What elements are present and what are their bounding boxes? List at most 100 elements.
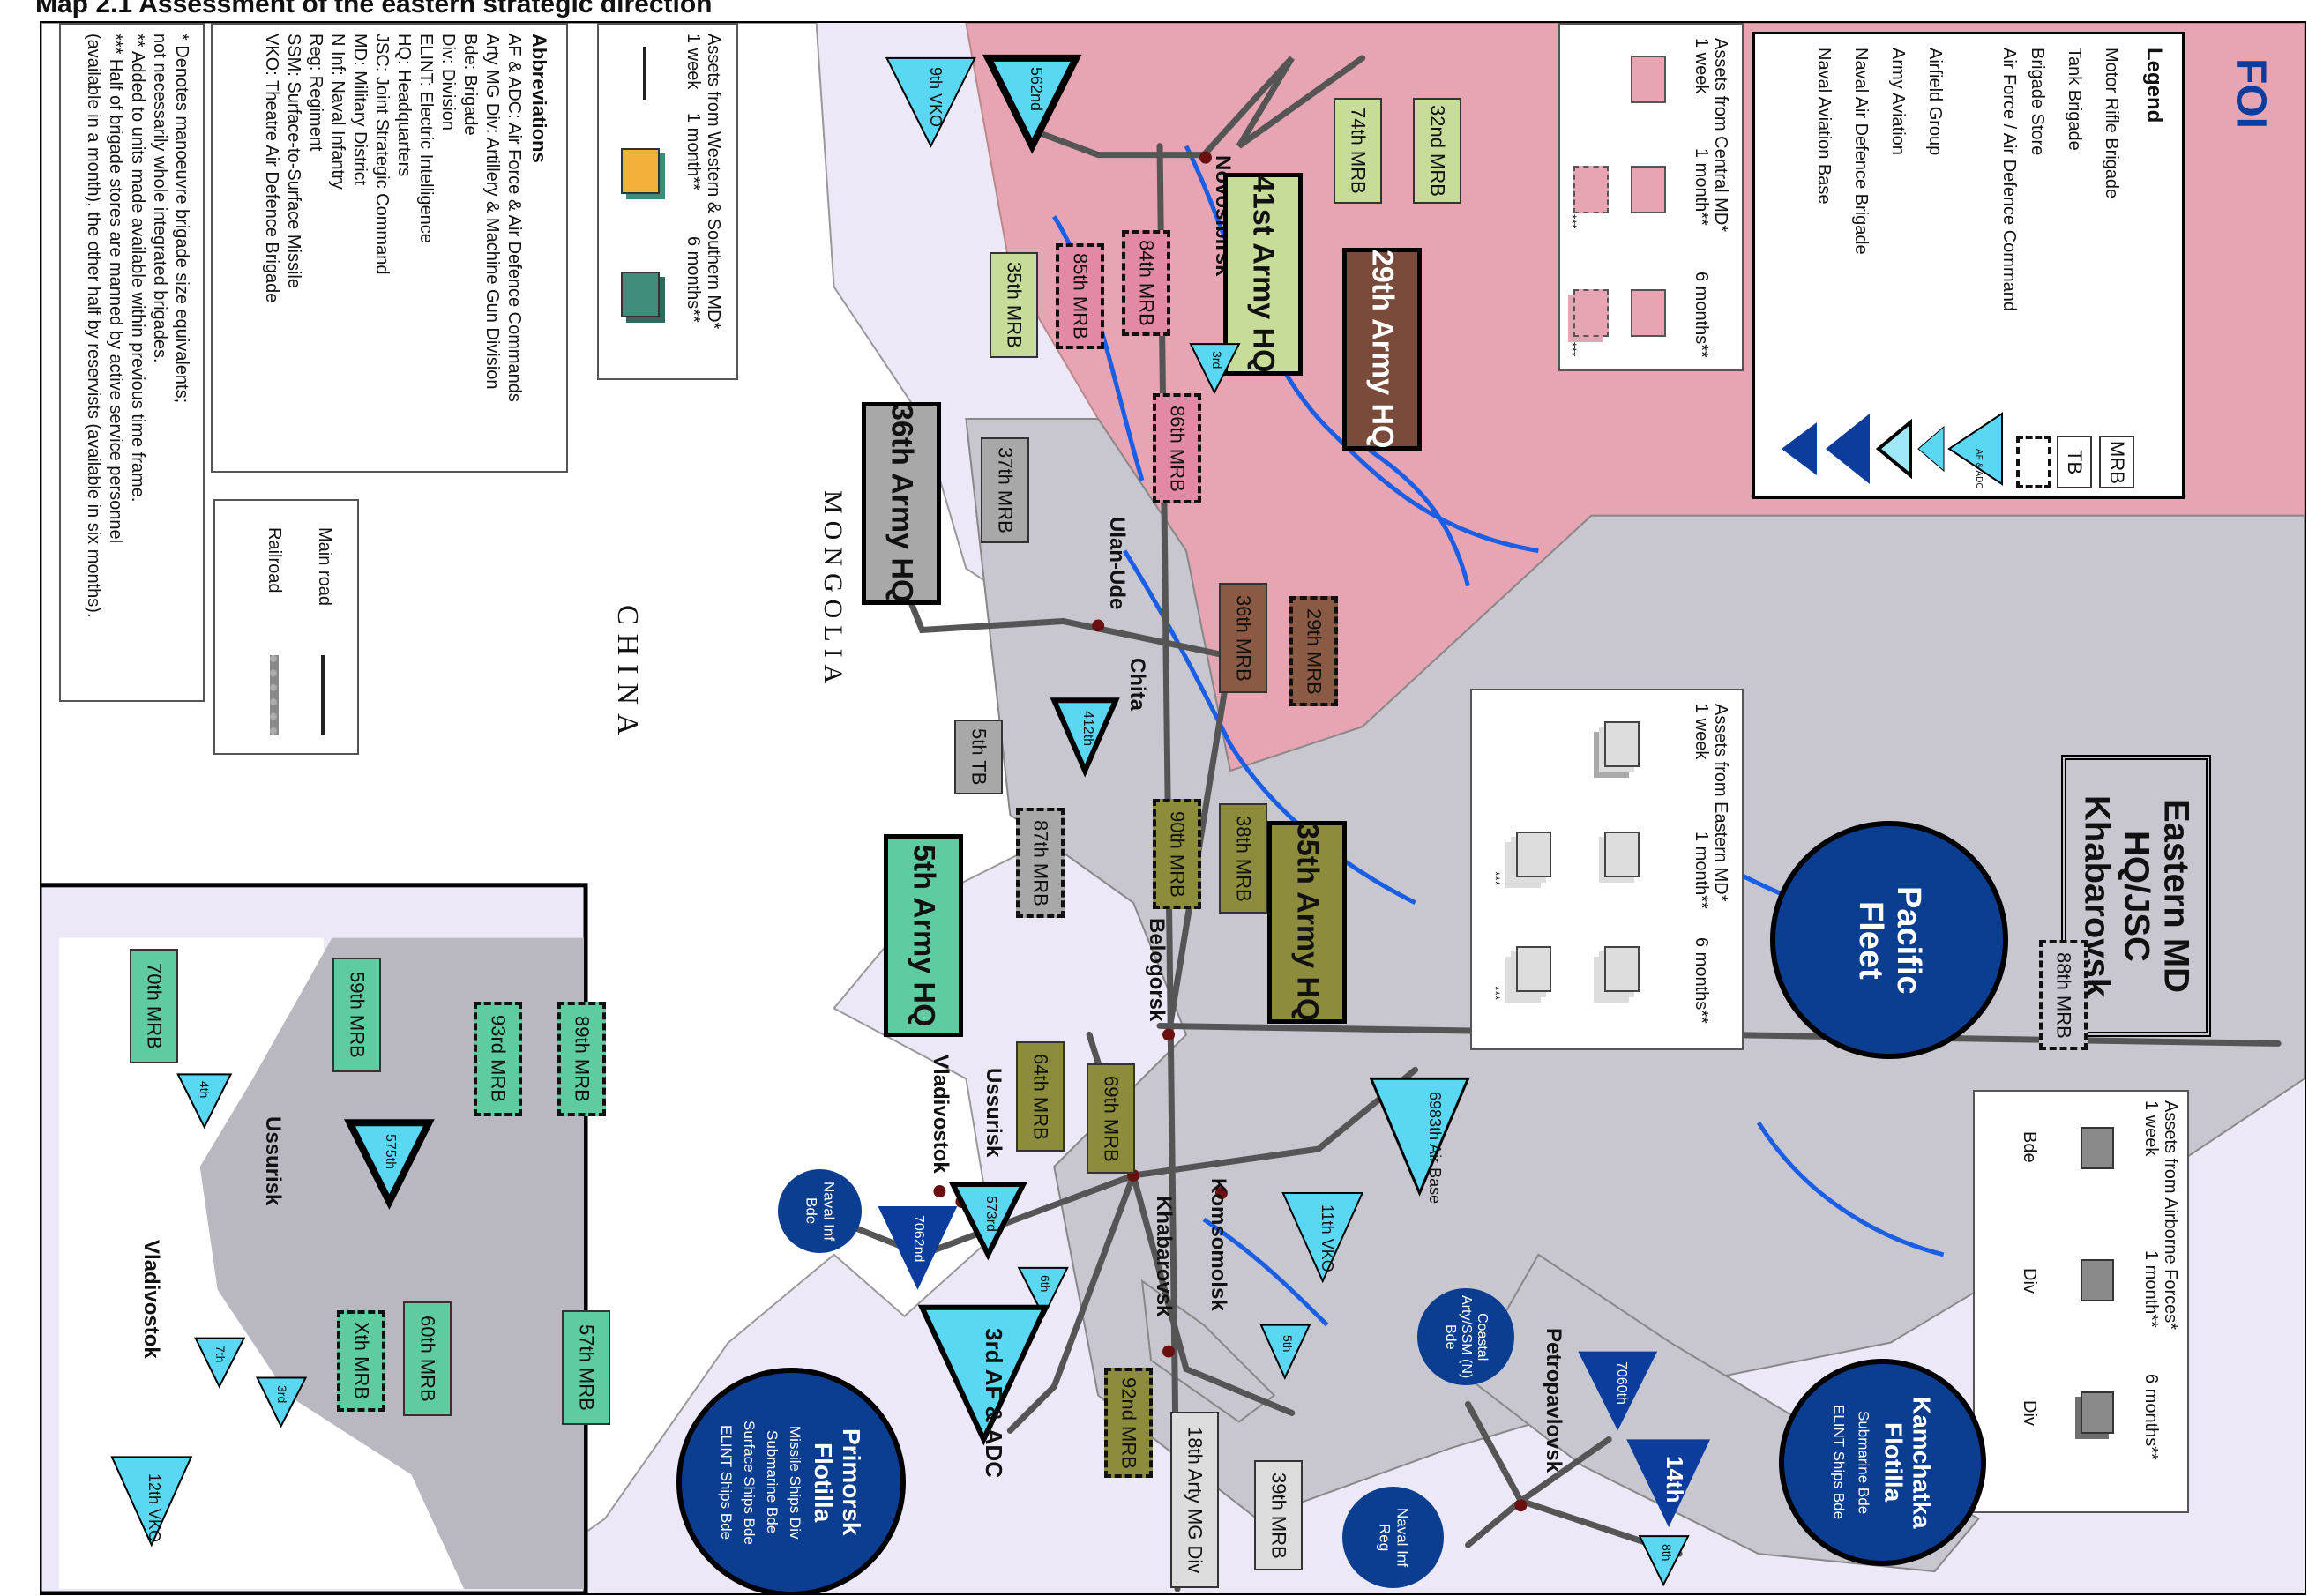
legend-symbol-mrb: MRB [2099, 436, 2134, 488]
unit-64th-mrb: 64th MRB [1016, 1041, 1065, 1152]
tri-label-562nd: 562nd [1027, 67, 1045, 112]
assets-airborne-lab3: Div [2020, 1400, 2039, 1426]
abbr-line-3: Div: Division [438, 34, 458, 131]
inset-tri-label-7th: 7th [213, 1346, 228, 1363]
assets-western-col1: 1 week [684, 34, 703, 90]
unit-5th-tb: 5th TB [954, 720, 1003, 794]
tri-label-5th: 5th [1281, 1335, 1295, 1353]
circle-primorsk-flotilla: Primorsk Flotilla Missile Ships Div Subm… [676, 1368, 906, 1593]
tri-label-3rd-afadc: 3rd AF & ADC [981, 1328, 1007, 1478]
unit-36th-mrb: 36th MRB [1219, 583, 1267, 693]
assets-central-box2 [1631, 166, 1666, 213]
inset-city-ussurisk: Ussurisk [261, 1116, 285, 1206]
inset-tri-7th [194, 1337, 246, 1389]
abbr-line-6: JSC: Joint Strategic Command [372, 34, 392, 275]
hq-5th-army: 5th Army HQ [884, 834, 963, 1037]
assets-eastern-stack5 [1516, 946, 1551, 992]
assets-central-box3 [1573, 166, 1609, 213]
assets-central-col1: 1 week [1692, 38, 1711, 94]
assets-eastern-col1: 1 week [1692, 704, 1711, 760]
footnote-0: * Denotes manoeuvre brigade size equival… [172, 34, 191, 404]
assets-airborne-title: Assets from Airborne Forces* [2161, 1100, 2180, 1331]
assets-central-panel: Assets from Central MD* 1 week 1 month**… [1558, 23, 1744, 371]
assets-eastern-stack4 [1604, 946, 1640, 992]
tri-573rd [948, 1182, 1028, 1261]
footnote-4: (available in a month), the other half b… [84, 34, 103, 618]
legend-title: Legend [2142, 48, 2166, 123]
circle-naval-inf-reg: Naval Inf Reg [1342, 1487, 1444, 1588]
assets-central-stars-2: *** [1565, 342, 1580, 357]
map-frame: MONGOLIA CHINA Novosibirsk Ulan-Ude Chit… [40, 21, 2306, 1595]
hq-36th-army: 36th Army HQ [862, 402, 941, 605]
abbr-line-4: ELINT: Electric Intelligence [416, 34, 436, 243]
hq-29th-army: 29th Army HQ [1342, 248, 1422, 451]
circle-coastal-arty: Coastal Arty/SSM (N) Bde [1417, 1288, 1514, 1385]
assets-airborne-box1 [2081, 1127, 2114, 1169]
tri-11th-vko [1281, 1192, 1364, 1284]
legend-symbol-afadc-label: AF & ADC [1974, 449, 1984, 489]
inset-tri-575th [343, 1119, 435, 1210]
inset-unit-89th-mrb: 89th MRB [557, 1002, 606, 1116]
hq-eastern-md: Eastern MD HQ/JSC Khabarovsk [2061, 755, 2211, 1037]
unit-84th-mrb: 84th MRB [1122, 230, 1170, 336]
assets-airborne-lab1: Bde [2020, 1131, 2039, 1163]
tri-3rd [1189, 343, 1241, 395]
assets-central-box4 [1631, 289, 1666, 337]
inset-unit-60th-mrb: 60th MRB [403, 1301, 452, 1416]
assets-airborne-col1: 1 week [2141, 1100, 2161, 1157]
legend-triangle-symbols [1782, 412, 2003, 486]
unit-74th-mrb: 74th MRB [1334, 98, 1382, 204]
city-belogorsk: Belogorsk [1145, 918, 1169, 1022]
tri-9th-vko [885, 56, 976, 148]
circle-naval-inf-bde: Naval Inf Bde [778, 1169, 862, 1253]
assets-central-title: Assets from Central MD* [1711, 38, 1730, 233]
unit-90th-mrb: 90th MRB [1153, 799, 1201, 909]
tri-label-6983th: 6983th Air Base [1426, 1092, 1444, 1204]
inset-unit-57th-mrb: 57th MRB [562, 1310, 610, 1425]
unit-39th-mrb: 39th MRB [1254, 1460, 1303, 1570]
tri-label-11th-vko: 11th VKO [1319, 1204, 1336, 1272]
assets-airborne-col3: 6 months** [2141, 1374, 2161, 1460]
unit-32nd-mrb: 32nd MRB [1413, 98, 1461, 204]
footnote-1: not necessarily whole integrated brigade… [150, 34, 169, 363]
assets-eastern-stack2 [1604, 832, 1640, 877]
inset-tri-label-575th: 575th [383, 1134, 398, 1170]
assets-eastern-panel: Assets from Eastern MD* 1 week 1 month**… [1470, 689, 1744, 1050]
abbr-line-8: N Inf: Naval Infantry [328, 34, 347, 190]
unit-85th-mrb: 85th MRB [1056, 243, 1104, 349]
legend-item-naval-ad: Naval Air Defence Brigade [1851, 48, 1871, 255]
legend-item-store: Brigade Store [2028, 48, 2047, 156]
road-legend-main-line [321, 655, 325, 735]
tri-5th [1259, 1324, 1311, 1380]
legend-item-airfield: Airfield Group [1925, 48, 1945, 156]
unit-86th-mrb: 86th MRB [1153, 393, 1201, 503]
tri-7060th [1578, 1351, 1658, 1431]
footnote-2: ** Added to units made available within … [128, 34, 147, 503]
abbr-line-9: Reg: Regiment [306, 34, 325, 152]
assets-central-stars-1: *** [1565, 214, 1580, 229]
assets-airborne-box2 [2081, 1259, 2114, 1301]
inset-unit-93rd-mrb: 93rd MRB [474, 1002, 522, 1116]
tri-label-3rd: 3rd [1210, 351, 1224, 369]
tri-3rd-afadc [917, 1304, 1050, 1446]
road-legend-rail-line [270, 655, 279, 735]
assets-eastern-col3: 6 months** [1692, 937, 1711, 1024]
circle-kamchatka-flotilla: Kamchatka Flotilla Submarine Bde ELINT S… [1779, 1359, 1986, 1566]
assets-airborne-box3 [2081, 1391, 2114, 1434]
circle-pacific-fleet: Pacific Fleet [1770, 821, 2008, 1059]
legend-item-tb: Tank Brigade [2065, 48, 2084, 151]
assets-eastern-col2: 1 month** [1692, 832, 1711, 909]
tri-label-6th: 6th [1038, 1275, 1052, 1293]
assets-eastern-stack3 [1516, 832, 1551, 877]
inset-tri-4th [176, 1073, 233, 1130]
abbreviations-title: Abbreviations [528, 34, 550, 163]
legend-item-naval-aviation: Naval Aviation Base [1814, 48, 1834, 205]
inset-tri-label-4th: 4th [198, 1081, 212, 1099]
tri-562nd [982, 54, 1082, 154]
inset-unit-70th-mrb: 70th MRB [130, 949, 178, 1063]
city-vladivostok: Vladivostok [929, 1055, 953, 1174]
legend-symbol-tb: TB [2057, 436, 2092, 488]
assets-central-col2: 1 month** [1692, 148, 1711, 226]
page-title: Map 2.1 Assessment of the eastern strate… [35, 0, 713, 19]
country-label-china: CHINA [611, 605, 644, 744]
